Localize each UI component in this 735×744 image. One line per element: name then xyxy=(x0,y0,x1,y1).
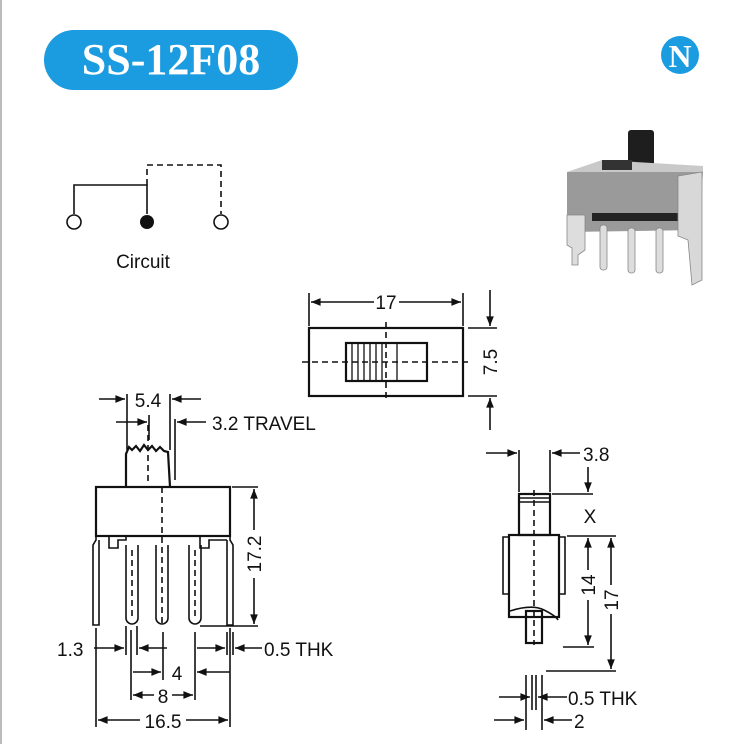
body-height-dim: 14 xyxy=(579,574,600,596)
pitch-dim: 4 xyxy=(172,664,183,685)
terminal-common-icon xyxy=(140,215,154,229)
side-view-drawing: 3.8 X 14 17 0.5 THK 2 xyxy=(486,445,638,733)
circuit-label: Circuit xyxy=(116,252,171,273)
overall-height-dim: 17 xyxy=(602,589,623,610)
top-view-drawing: 17 7.5 xyxy=(302,290,502,430)
pin-width-dim: 1.3 xyxy=(57,640,83,661)
circuit-diagram: Circuit xyxy=(66,164,229,273)
terminal-open-icon xyxy=(66,214,82,230)
terminal-open-icon xyxy=(213,214,229,230)
lead-width-dim: 2 xyxy=(574,712,585,733)
brand-logo: N xyxy=(661,36,699,74)
thickness-dim: 0.5 THK xyxy=(264,640,334,661)
pin-span-dim: 8 xyxy=(158,687,169,708)
actuator-height-dim: X xyxy=(584,507,597,528)
travel-dim: 3.2 TRAVEL xyxy=(212,414,316,435)
top-width-dim: 17 xyxy=(375,293,396,314)
side-thickness-dim: 0.5 THK xyxy=(568,689,638,710)
front-view-drawing: 5.4 3.2 TRAVEL 17.2 1.3 0.5 THK 4 8 xyxy=(57,391,334,733)
logo-letter: N xyxy=(668,38,691,74)
height-dim: 17.2 xyxy=(245,536,266,573)
side-actuator-width-dim: 3.8 xyxy=(583,445,609,466)
top-height-dim: 7.5 xyxy=(481,349,502,375)
model-title: SS-12F08 xyxy=(82,35,260,84)
actuator-width-dim: 5.4 xyxy=(135,391,162,412)
overall-width-dim: 16.5 xyxy=(145,712,182,733)
model-title-badge: SS-12F08 xyxy=(44,30,298,90)
product-photo xyxy=(566,130,703,286)
